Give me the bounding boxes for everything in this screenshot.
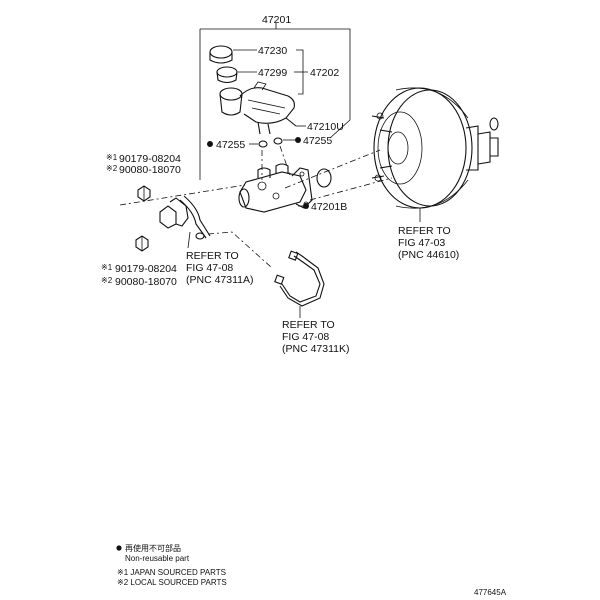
refer-pipe-k-line1: REFER TO <box>282 319 335 331</box>
bolt-part-90179-upper: 90179-08204 <box>119 153 181 165</box>
master-cylinder <box>238 163 313 213</box>
refer-pipe-a-line2: FIG 47-08 <box>186 262 233 274</box>
label-47210U: 47210U <box>307 121 344 133</box>
brake-booster <box>371 87 499 209</box>
legend-dot <box>116 545 122 551</box>
brake-line-bracket <box>159 195 211 240</box>
note-mark-1: ※1 <box>106 153 118 162</box>
brake-pipe <box>274 250 325 307</box>
refer-pipe-a-line1: REFER TO <box>186 250 239 262</box>
o-ring <box>316 168 332 188</box>
refer-booster-line3: (PNC 44610) <box>398 249 459 261</box>
figure-id: 477645A <box>474 588 507 597</box>
non-reusable-dot <box>207 141 213 147</box>
bolt-upper <box>137 185 151 202</box>
label-47255-right: 47255 <box>303 135 332 147</box>
alignment-centerlines <box>119 145 393 206</box>
grommet-right <box>273 137 283 145</box>
bolt-part-90179-lower: 90179-08204 <box>115 263 177 275</box>
refer-pipe-a-line3: (PNC 47311A) <box>186 274 254 286</box>
bolt-part-90080-upper: 90080-18070 <box>119 164 181 176</box>
grommet-left <box>258 140 268 148</box>
refer-booster-line2: FIG 47-03 <box>398 237 445 249</box>
non-reusable-dot <box>295 137 301 143</box>
refer-pipe-k-line3: (PNC 47311K) <box>282 343 350 355</box>
label-47299: 47299 <box>258 67 287 79</box>
label-47202: 47202 <box>310 67 339 79</box>
note-mark-2: ※2 <box>106 164 118 173</box>
legend-non-reusable: Non-reusable part <box>125 554 190 563</box>
label-47230: 47230 <box>258 45 287 57</box>
legend-note-1: ※1 JAPAN SOURCED PARTS <box>117 568 226 577</box>
bolt-part-90080-lower: 90080-18070 <box>115 276 177 288</box>
note-mark-2: ※2 <box>101 276 113 285</box>
reservoir-strainer <box>216 66 238 84</box>
label-47201: 47201 <box>262 14 291 26</box>
bolt-lower <box>135 235 149 252</box>
refer-booster-line1: REFER TO <box>398 225 451 237</box>
label-47201B: 47201B <box>311 201 347 213</box>
label-47255-left: 47255 <box>216 139 245 151</box>
assembly-group-box <box>199 23 351 180</box>
note-mark-1: ※1 <box>101 263 113 272</box>
reservoir-tank <box>219 81 297 135</box>
non-reusable-dot <box>303 203 309 209</box>
refer-pipe-k-line2: FIG 47-08 <box>282 331 329 343</box>
legend-japanese-note: 再使用不可部品 <box>125 543 181 553</box>
reservoir-cap <box>209 45 233 64</box>
legend-note-2: ※2 LOCAL SOURCED PARTS <box>117 578 227 587</box>
pipe-centerline <box>207 231 273 269</box>
